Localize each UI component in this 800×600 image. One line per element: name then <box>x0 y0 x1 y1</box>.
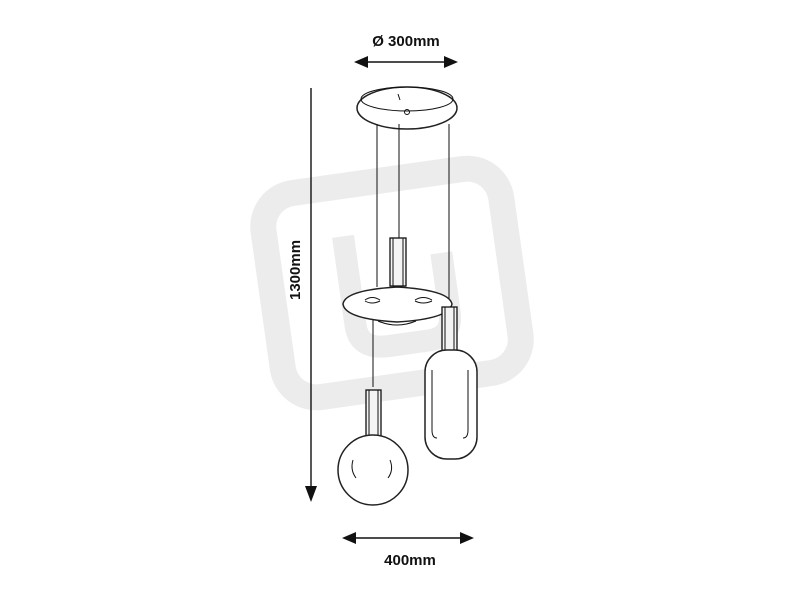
height-arrow-icon <box>305 88 317 502</box>
canopy-diameter-label: Ø 300mm <box>372 33 440 50</box>
globe-pendant-lamp <box>337 389 409 506</box>
ceiling-canopy <box>356 86 458 130</box>
diameter-arrow-icon <box>354 56 458 68</box>
width-arrow-icon <box>342 532 474 544</box>
suspension-wires <box>372 124 450 387</box>
height-label: 1300mm <box>287 240 304 300</box>
height-dimension: 1300mm <box>287 88 317 502</box>
width-dimension: 400mm <box>342 532 474 569</box>
width-label: 400mm <box>384 552 436 569</box>
disc-pendant-lamp <box>342 237 453 326</box>
cylinder-pendant-lamp <box>424 306 478 460</box>
canopy-diameter-dimension: Ø 300mm <box>354 33 458 68</box>
